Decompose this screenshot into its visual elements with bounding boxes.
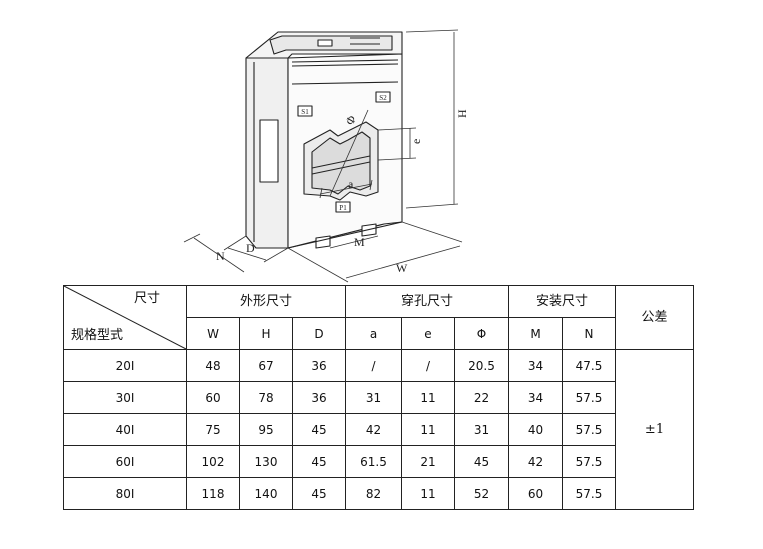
column-header: W — [186, 317, 240, 350]
model-cell: 80I — [63, 477, 187, 510]
column-header: H — [239, 317, 293, 350]
value-cell: 48 — [186, 349, 240, 382]
table-row: 40I 75 95 45 42 11 31 40 57.5 — [63, 413, 694, 446]
value-cell: 102 — [186, 445, 240, 478]
terminal-p1 — [335, 201, 351, 213]
group-hole-dimensions: 穿孔尺寸 — [345, 285, 509, 318]
corner-model-label: 规格型式 — [71, 328, 124, 343]
value-cell: 82 — [345, 477, 402, 510]
value-cell: 34 — [508, 381, 563, 414]
label-p1: P1 — [339, 204, 347, 212]
value-cell: 75 — [186, 413, 240, 446]
value-cell: 20.5 — [454, 349, 509, 382]
corner-dimension-label: 尺寸 — [133, 291, 160, 306]
value-cell: 57.5 — [561, 445, 617, 478]
value-cell: 36 — [292, 349, 346, 382]
value-cell: 45 — [292, 445, 346, 478]
table-row: 30I 60 78 36 31 11 22 34 57.5 — [63, 381, 694, 414]
value-cell: 118 — [186, 477, 240, 510]
label-d: D — [246, 241, 255, 255]
spec-table: 尺寸 规格型式 外形尺寸 穿孔尺寸 安装尺寸 公差 W H D a e Φ M … — [63, 285, 695, 510]
column-header: e — [401, 317, 455, 350]
column-header: N — [561, 317, 617, 350]
value-cell: 42 — [345, 413, 402, 446]
value-cell: 57.5 — [561, 413, 617, 446]
terminal-s2 — [375, 91, 391, 103]
model-cell: 30I — [63, 381, 187, 414]
value-cell: / — [345, 349, 402, 382]
value-cell: 31 — [345, 381, 402, 414]
label-e: e — [409, 139, 423, 144]
group-tolerance: 公差 — [615, 285, 695, 350]
value-cell: 47.5 — [561, 349, 617, 382]
column-header: a — [345, 317, 402, 350]
group-mount-dimensions: 安装尺寸 — [507, 285, 617, 318]
value-cell: 36 — [292, 381, 346, 414]
label-m: M — [354, 235, 365, 249]
table-row: 80I 118 140 45 82 11 52 60 57.5 — [63, 477, 694, 510]
model-cell: 20I — [63, 349, 187, 382]
label-a: a — [348, 177, 354, 191]
top-notch — [317, 39, 333, 47]
value-cell: 57.5 — [561, 381, 617, 414]
group-outer-dimensions: 外形尺寸 — [186, 285, 346, 318]
value-cell: 31 — [454, 413, 509, 446]
tolerance-value: ±1 — [615, 349, 695, 510]
column-header: M — [508, 317, 563, 350]
value-cell: 140 — [239, 477, 293, 510]
value-cell: 57.5 — [561, 477, 617, 510]
value-cell: 67 — [239, 349, 293, 382]
value-cell: 78 — [239, 381, 293, 414]
value-cell: 61.5 — [345, 445, 402, 478]
side-label-plate — [259, 119, 279, 183]
value-cell: 11 — [401, 413, 455, 446]
table-row: 20I 48 67 36 / / 20.5 34 47.5 ±1 — [63, 349, 695, 510]
value-cell: 21 — [401, 445, 455, 478]
label-s2: S2 — [379, 94, 387, 102]
label-h: H — [455, 109, 469, 118]
table-row: 60I 102 130 45 61.5 21 45 42 57.5 — [63, 445, 694, 478]
value-cell: 52 — [454, 477, 509, 510]
column-header: D — [292, 317, 346, 350]
window-inner — [311, 131, 371, 195]
value-cell: 45 — [292, 413, 346, 446]
value-cell: 60 — [508, 477, 563, 510]
value-cell: 42 — [508, 445, 563, 478]
label-w: W — [396, 261, 408, 275]
foot-left — [315, 235, 331, 249]
transformer-drawing: S1 S2 P1 Φ H e a D N M W — [183, 29, 469, 283]
value-cell: 34 — [508, 349, 563, 382]
model-cell: 60I — [63, 445, 187, 478]
terminal-s1 — [297, 105, 313, 117]
value-cell: 95 — [239, 413, 293, 446]
model-cell: 40I — [63, 413, 187, 446]
corner-header: 尺寸 规格型式 — [63, 285, 187, 350]
value-cell: / — [401, 349, 455, 382]
value-cell: 45 — [292, 477, 346, 510]
value-cell: 60 — [186, 381, 240, 414]
value-cell: 22 — [454, 381, 509, 414]
value-cell: 130 — [239, 445, 293, 478]
value-cell: 11 — [401, 381, 455, 414]
value-cell: 40 — [508, 413, 563, 446]
value-cell: 11 — [401, 477, 455, 510]
label-s1: S1 — [301, 108, 309, 116]
column-header: Φ — [454, 317, 509, 350]
value-cell: 45 — [454, 445, 509, 478]
label-n: N — [216, 249, 225, 263]
header-row-groups: 尺寸 规格型式 外形尺寸 穿孔尺寸 安装尺寸 公差 — [63, 285, 695, 350]
